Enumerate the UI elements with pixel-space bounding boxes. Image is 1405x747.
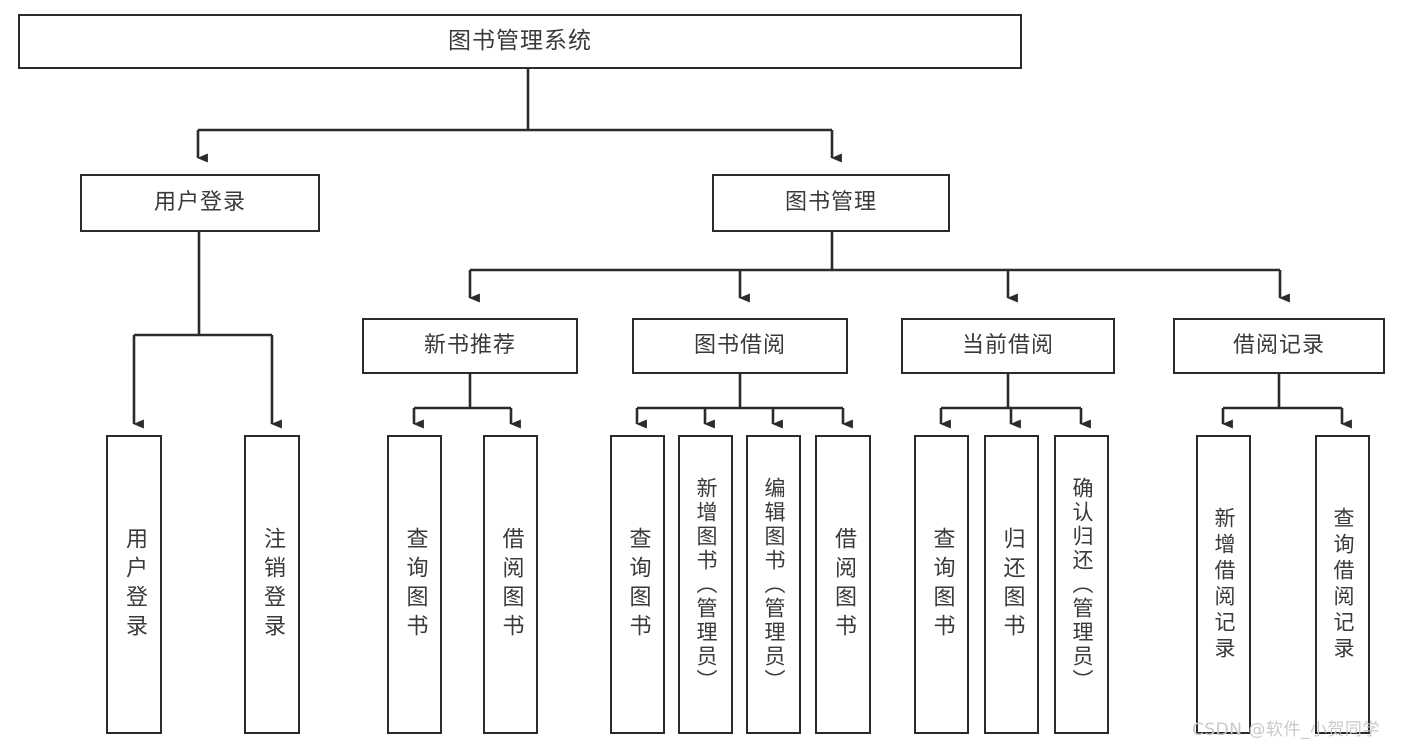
leaf-query-borrow-record[interactable]: 查询借阅记录 — [1315, 435, 1370, 734]
node-label: 查询图书 — [929, 526, 955, 643]
leaf-query-book-new[interactable]: 查询图书 — [387, 435, 442, 734]
node-label: 新增借阅记录 — [1212, 506, 1236, 663]
node-label: 注销登录 — [260, 526, 285, 643]
leaf-add-borrow-record[interactable]: 新增借阅记录 — [1196, 435, 1251, 734]
leaf-user-login[interactable]: 用户登录 — [106, 435, 162, 734]
node-label: 用户登录 — [122, 526, 147, 643]
node-label: 归还图书 — [999, 526, 1025, 643]
leaf-add-book-admin[interactable]: 新增图书（管理员） — [678, 435, 733, 734]
leaf-query-book-borrow[interactable]: 查询图书 — [610, 435, 665, 734]
leaf-borrow-book-new[interactable]: 借阅图书 — [483, 435, 538, 734]
node-new-book-recommend[interactable]: 新书推荐 — [362, 318, 578, 374]
node-label: 图书借阅 — [693, 332, 786, 358]
leaf-query-book-current[interactable]: 查询图书 — [914, 435, 969, 734]
node-borrow-record[interactable]: 借阅记录 — [1173, 318, 1385, 374]
node-label: 借阅图书 — [831, 526, 856, 643]
node-label: 借阅记录 — [1232, 332, 1325, 358]
node-label: 用户登录 — [153, 189, 246, 215]
leaf-edit-book-admin[interactable]: 编辑图书（管理员） — [746, 435, 801, 734]
node-label: 查询借阅记录 — [1331, 506, 1355, 663]
node-label: 当前借阅 — [961, 332, 1054, 358]
node-label: 编辑图书（管理员） — [762, 476, 786, 693]
node-label: 新增图书（管理员） — [694, 476, 718, 693]
node-label: 确认归还（管理员） — [1070, 476, 1094, 693]
leaf-confirm-return-admin[interactable]: 确认归还（管理员） — [1054, 435, 1109, 734]
leaf-return-book[interactable]: 归还图书 — [984, 435, 1039, 734]
node-label: 查询图书 — [402, 526, 428, 643]
node-label: 图书管理系统 — [448, 27, 592, 54]
csdn-watermark: CSDN @软件_小贺同学 — [1192, 720, 1380, 740]
node-current-borrow[interactable]: 当前借阅 — [901, 318, 1115, 374]
node-label: 新书推荐 — [423, 332, 516, 358]
node-root-system[interactable]: 图书管理系统 — [18, 14, 1022, 69]
leaf-borrow-book[interactable]: 借阅图书 — [815, 435, 871, 734]
node-book-management[interactable]: 图书管理 — [712, 174, 950, 232]
node-label: 借阅图书 — [498, 526, 524, 643]
node-user-login[interactable]: 用户登录 — [80, 174, 320, 232]
leaf-user-logout[interactable]: 注销登录 — [244, 435, 300, 734]
node-label: 查询图书 — [625, 526, 651, 643]
node-book-borrow[interactable]: 图书借阅 — [632, 318, 848, 374]
node-label: 图书管理 — [784, 189, 877, 215]
